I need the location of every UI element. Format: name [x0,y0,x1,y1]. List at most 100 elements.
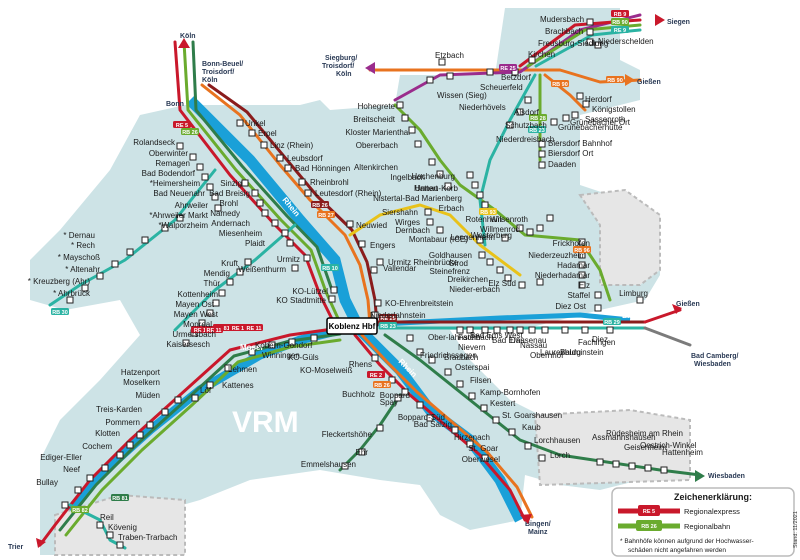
station-marker[interactable] [456,380,464,388]
station-marker[interactable] [224,364,232,372]
station-marker[interactable] [436,170,444,178]
station-marker[interactable] [212,299,220,307]
station-marker[interactable] [330,286,338,294]
station-marker[interactable] [189,153,197,161]
station-marker[interactable] [428,158,436,166]
station-marker[interactable] [586,18,594,26]
station-marker[interactable] [176,142,184,150]
station-marker[interactable] [578,238,586,246]
station-marker[interactable] [594,291,602,299]
station-marker[interactable] [276,154,284,162]
station-marker[interactable] [206,309,214,317]
station-marker[interactable] [408,126,416,134]
station-marker[interactable] [506,326,514,334]
station-marker[interactable] [518,281,526,289]
station-marker[interactable] [426,218,434,226]
station-marker[interactable] [578,281,586,289]
station-marker[interactable] [96,521,104,529]
station-marker[interactable] [516,326,524,334]
station-marker[interactable] [74,486,82,494]
station-marker[interactable] [628,462,636,470]
station-marker[interactable] [211,193,219,201]
station-marker[interactable] [284,164,292,172]
station-marker[interactable] [444,368,452,376]
station-marker[interactable] [508,428,516,436]
station-marker[interactable] [182,339,190,347]
station-marker[interactable] [516,224,524,232]
station-marker[interactable] [451,426,459,434]
station-marker[interactable] [236,268,244,276]
station-marker[interactable] [468,392,476,400]
station-marker[interactable] [426,414,434,422]
station-marker[interactable] [281,229,289,237]
station-marker[interactable] [291,264,299,272]
station-marker[interactable] [538,161,546,169]
station-marker[interactable] [81,284,89,292]
station-marker[interactable] [371,354,379,362]
station-marker[interactable] [414,140,422,148]
station-marker[interactable] [541,326,549,334]
station-marker[interactable] [226,278,234,286]
station-marker[interactable] [571,111,579,119]
station-marker[interactable] [174,396,182,404]
station-marker[interactable] [374,299,382,307]
station-marker[interactable] [471,181,479,189]
station-marker[interactable] [310,334,318,342]
station-marker[interactable] [376,424,384,432]
station-marker[interactable] [524,442,532,450]
station-marker[interactable] [401,114,409,122]
station-marker[interactable] [304,189,312,197]
station-marker[interactable] [476,236,484,244]
station-marker[interactable] [436,226,444,234]
station-marker[interactable] [501,234,509,242]
station-marker[interactable] [636,296,644,304]
station-marker[interactable] [496,266,504,274]
station-marker[interactable] [586,38,594,46]
station-marker[interactable] [116,451,124,459]
station-marker[interactable] [218,289,226,297]
station-marker[interactable] [416,401,424,409]
station-marker[interactable] [206,381,214,389]
station-marker[interactable] [303,254,311,262]
station-marker[interactable] [586,28,594,36]
station-marker[interactable] [214,204,222,212]
station-marker[interactable] [466,326,474,334]
station-marker[interactable] [206,183,214,191]
station-marker[interactable] [394,394,402,402]
station-marker[interactable] [191,394,199,402]
koblenz-hbf-hub[interactable]: Koblenz Hbf [326,317,378,335]
station-marker[interactable] [561,326,569,334]
station-marker[interactable] [328,295,336,303]
station-marker[interactable] [271,219,279,227]
station-marker[interactable] [424,208,432,216]
station-marker[interactable] [504,274,512,282]
station-marker[interactable] [546,214,554,222]
station-marker[interactable] [61,501,69,509]
station-marker[interactable] [644,464,652,472]
station-marker[interactable] [576,92,584,100]
station-marker[interactable] [261,209,269,217]
station-marker[interactable] [161,408,169,416]
station-marker[interactable] [96,272,104,280]
station-marker[interactable] [486,258,494,266]
station-marker[interactable] [538,140,546,148]
station-marker[interactable] [116,541,124,549]
station-marker[interactable] [594,304,602,312]
station-marker[interactable] [111,260,119,268]
station-marker[interactable] [606,326,614,334]
station-marker[interactable] [550,118,558,126]
station-marker[interactable] [358,240,366,248]
station-marker[interactable] [466,440,474,448]
station-marker[interactable] [481,326,489,334]
station-marker[interactable] [236,119,244,127]
station-marker[interactable] [388,376,396,384]
station-marker[interactable] [341,462,349,470]
station-marker[interactable] [416,348,424,356]
station-marker[interactable] [141,236,149,244]
station-marker[interactable] [536,278,544,286]
station-marker[interactable] [578,271,586,279]
station-marker[interactable] [288,338,296,346]
station-marker[interactable] [358,448,366,456]
station-marker[interactable] [260,141,268,149]
station-marker[interactable] [578,261,586,269]
